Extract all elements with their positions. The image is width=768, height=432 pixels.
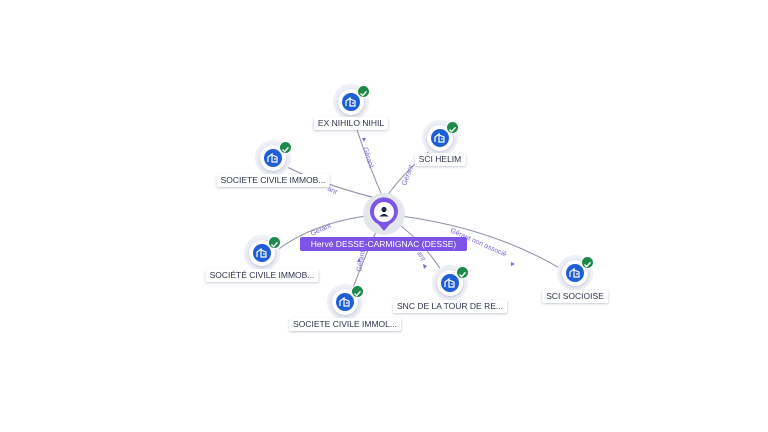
building-icon [441, 274, 459, 292]
edge-label-societe-civile-3: Gérant [356, 250, 367, 272]
edge-arrow [357, 258, 361, 262]
edge-label-societe-civile-1: ant [326, 186, 338, 197]
company-label[interactable]: SOCIETE CIVILE IMMOB... [216, 174, 330, 187]
verified-check-icon [279, 141, 292, 154]
person-node[interactable] [363, 193, 405, 235]
edge-arrow [511, 262, 515, 266]
edge-arrow [423, 264, 427, 269]
company-label[interactable]: SOCIETE CIVILE IMMOL... [289, 318, 401, 331]
company-label[interactable]: SCI SOCIOISE [542, 290, 608, 303]
verified-check-icon [351, 285, 364, 298]
person-label[interactable]: Hervé DESSE-CARMIGNAC (DESSE) [300, 237, 467, 251]
company-node-snc-de-la-tour[interactable] [432, 265, 469, 301]
verified-check-icon [581, 256, 594, 269]
building-icon [431, 129, 449, 147]
company-node-societe-civile-immob-1[interactable] [255, 140, 292, 176]
edge-arrow [362, 138, 366, 142]
building-icon [264, 149, 282, 167]
edge-label-snc-tour: ant [415, 251, 426, 263]
company-label[interactable]: SCI HELIM [414, 153, 466, 166]
company-node-societe-civile-immol[interactable] [327, 284, 364, 320]
company-label[interactable]: EX NIHILO NIHIL [313, 117, 389, 130]
building-icon [253, 244, 271, 262]
person-pin-icon [370, 197, 398, 231]
verified-check-icon [446, 121, 459, 134]
building-icon [342, 93, 360, 111]
verified-check-icon [357, 85, 370, 98]
edge-label-societe-civile-2: Gérant [310, 222, 332, 237]
company-node-ex-nihilo-nihil[interactable] [333, 84, 370, 120]
company-node-sci-helim[interactable] [422, 120, 459, 156]
building-icon [336, 293, 354, 311]
company-node-sci-socioise[interactable] [557, 255, 594, 291]
verified-check-icon [268, 236, 281, 249]
edge-sci-socioise [383, 213, 567, 273]
verified-check-icon [456, 266, 469, 279]
company-label[interactable]: SOCIÉTÉ CIVILE IMMOB... [205, 269, 319, 282]
building-icon [566, 264, 584, 282]
company-label[interactable]: SNC DE LA TOUR DE RE... [393, 300, 507, 313]
company-node-societe-civile-immob-2[interactable] [244, 235, 281, 271]
edge-label-ex-nihilo: Gérant [361, 146, 374, 169]
